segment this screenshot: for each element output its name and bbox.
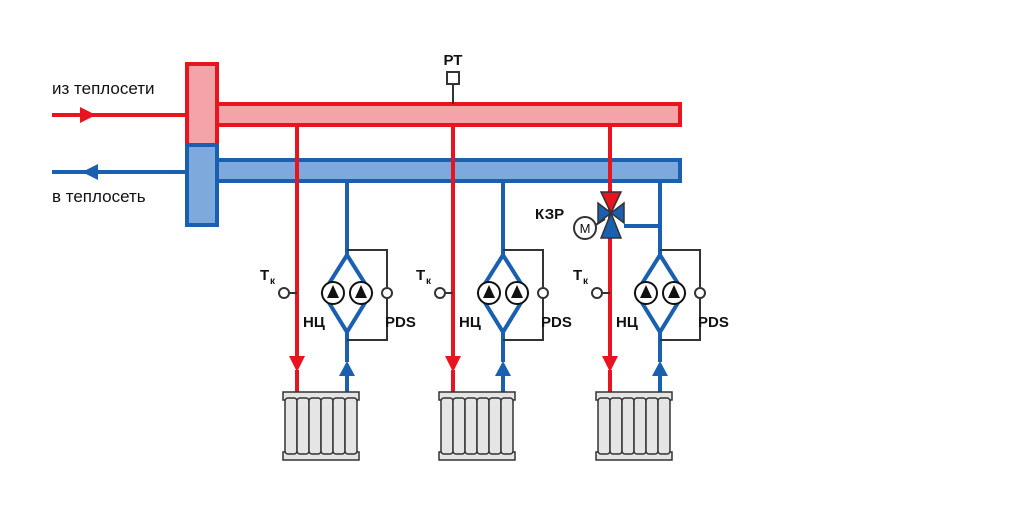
pressure-sensor-label: РТ bbox=[444, 52, 463, 69]
temp-label-3: Т bbox=[573, 267, 582, 284]
pump-label-2: НЦ bbox=[459, 314, 481, 331]
valve-motor bbox=[573, 216, 597, 240]
pump-label-3: НЦ bbox=[616, 314, 638, 331]
return-header bbox=[215, 158, 682, 183]
pump-right-icon-1 bbox=[349, 281, 373, 305]
temp-sensor-2 bbox=[434, 287, 446, 299]
supply-inlet-arrow bbox=[52, 107, 186, 123]
temp-label-sub-2: к bbox=[426, 276, 432, 287]
three-way-valve bbox=[573, 191, 625, 240]
supply-arrow-2 bbox=[445, 356, 461, 372]
temp-sensor-3 bbox=[591, 287, 603, 299]
from-network-label: из теплосети bbox=[52, 79, 155, 98]
pds-sensor-2 bbox=[537, 287, 549, 299]
pressure-sensor bbox=[446, 71, 460, 104]
return-arrow-3 bbox=[652, 361, 668, 376]
radiator-1 bbox=[282, 391, 360, 461]
return-outlet-arrow bbox=[52, 164, 186, 180]
valve-motor-label: M bbox=[580, 221, 591, 236]
radiator-3 bbox=[595, 391, 673, 461]
supply-arrow-3 bbox=[602, 356, 618, 372]
pump-right-icon-2 bbox=[505, 281, 529, 305]
return-arrow-2 bbox=[495, 361, 511, 376]
supply-header bbox=[215, 102, 682, 127]
temp-label-2: Т bbox=[416, 267, 425, 284]
circuit-1 bbox=[278, 125, 393, 461]
three-way-valve-label: КЗР bbox=[535, 206, 564, 223]
pds-label-2: PDS bbox=[541, 314, 572, 331]
temp-label-sub-1: к bbox=[270, 276, 276, 287]
pump-left-icon-2 bbox=[477, 281, 501, 305]
supply-collector bbox=[185, 62, 219, 148]
temp-sensor-1 bbox=[278, 287, 290, 299]
pds-label-1: PDS bbox=[385, 314, 416, 331]
circuit-2 bbox=[434, 125, 549, 461]
supply-arrow-1 bbox=[289, 356, 305, 372]
pump-left-icon-1 bbox=[321, 281, 345, 305]
pump-left-icon-3 bbox=[634, 281, 658, 305]
radiator-2 bbox=[438, 391, 516, 461]
temp-label-1: Т bbox=[260, 267, 269, 284]
return-arrow-1 bbox=[339, 361, 355, 376]
return-collector bbox=[185, 143, 219, 227]
pds-label-3: PDS bbox=[698, 314, 729, 331]
circuit-3 bbox=[591, 125, 706, 461]
pump-label-1: НЦ bbox=[303, 314, 325, 331]
to-network-label: в теплосеть bbox=[52, 187, 146, 206]
temp-label-sub-3: к bbox=[583, 276, 589, 287]
pump-right-icon-3 bbox=[662, 281, 686, 305]
pds-sensor-3 bbox=[694, 287, 706, 299]
pds-sensor-1 bbox=[381, 287, 393, 299]
